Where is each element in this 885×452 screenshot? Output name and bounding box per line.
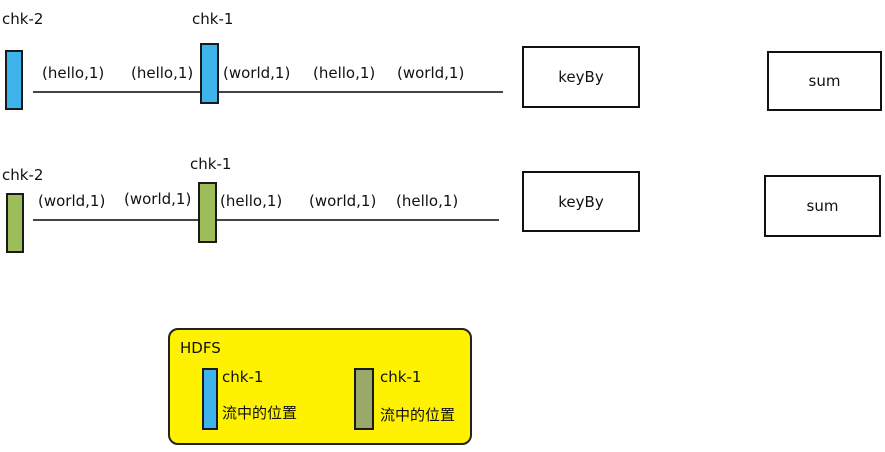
sum-label: sum bbox=[808, 72, 841, 90]
stream2-sum-box: sum bbox=[764, 175, 881, 237]
hdfs-entry-desc: 流中的位置 bbox=[380, 406, 456, 424]
stream2-chk1-label: chk-1 bbox=[190, 155, 232, 173]
stream2-token: (world,1) bbox=[38, 192, 106, 210]
stream1-keyby-box: keyBy bbox=[522, 46, 640, 108]
hdfs-entry-label: chk-1 bbox=[222, 368, 264, 386]
stream2-keyby-box: keyBy bbox=[522, 171, 640, 232]
stream1-token: (hello,1) bbox=[131, 64, 194, 82]
stream1-chk2-barrier bbox=[5, 50, 23, 110]
keyby-label: keyBy bbox=[558, 68, 604, 86]
hdfs-chk1-blue-barrier bbox=[202, 368, 218, 430]
stream2-chk2-barrier bbox=[6, 193, 24, 253]
stream1-token: (hello,1) bbox=[313, 64, 376, 82]
keyby-label: keyBy bbox=[558, 192, 604, 211]
stream1-chk2-label: chk-2 bbox=[2, 10, 44, 28]
hdfs-chk1-green-barrier bbox=[354, 368, 374, 430]
stream2-token: (world,1) bbox=[309, 192, 377, 210]
stream1-chk1-label: chk-1 bbox=[192, 10, 234, 28]
sum-label: sum bbox=[806, 197, 839, 215]
stream2-line bbox=[33, 219, 499, 221]
stream2-token: (hello,1) bbox=[220, 192, 283, 210]
stream1-token: (world,1) bbox=[397, 64, 465, 82]
stream1-sum-box: sum bbox=[767, 51, 882, 111]
stream1-token: (hello,1) bbox=[42, 64, 105, 82]
stream2-chk1-barrier bbox=[198, 182, 217, 243]
stream2-token: (hello,1) bbox=[396, 192, 459, 210]
stream1-token: (world,1) bbox=[223, 64, 291, 82]
stream2-chk2-label: chk-2 bbox=[2, 166, 44, 184]
stream1-chk1-barrier bbox=[200, 43, 219, 104]
hdfs-storage: HDFS chk-1 流中的位置 chk-1 流中的位置 bbox=[168, 328, 472, 445]
stream1-line bbox=[33, 91, 503, 93]
hdfs-entry-desc: 流中的位置 bbox=[222, 404, 298, 422]
hdfs-title: HDFS bbox=[180, 339, 221, 357]
stream2-token: (world,1) bbox=[124, 190, 192, 208]
hdfs-entry-label: chk-1 bbox=[380, 368, 422, 386]
